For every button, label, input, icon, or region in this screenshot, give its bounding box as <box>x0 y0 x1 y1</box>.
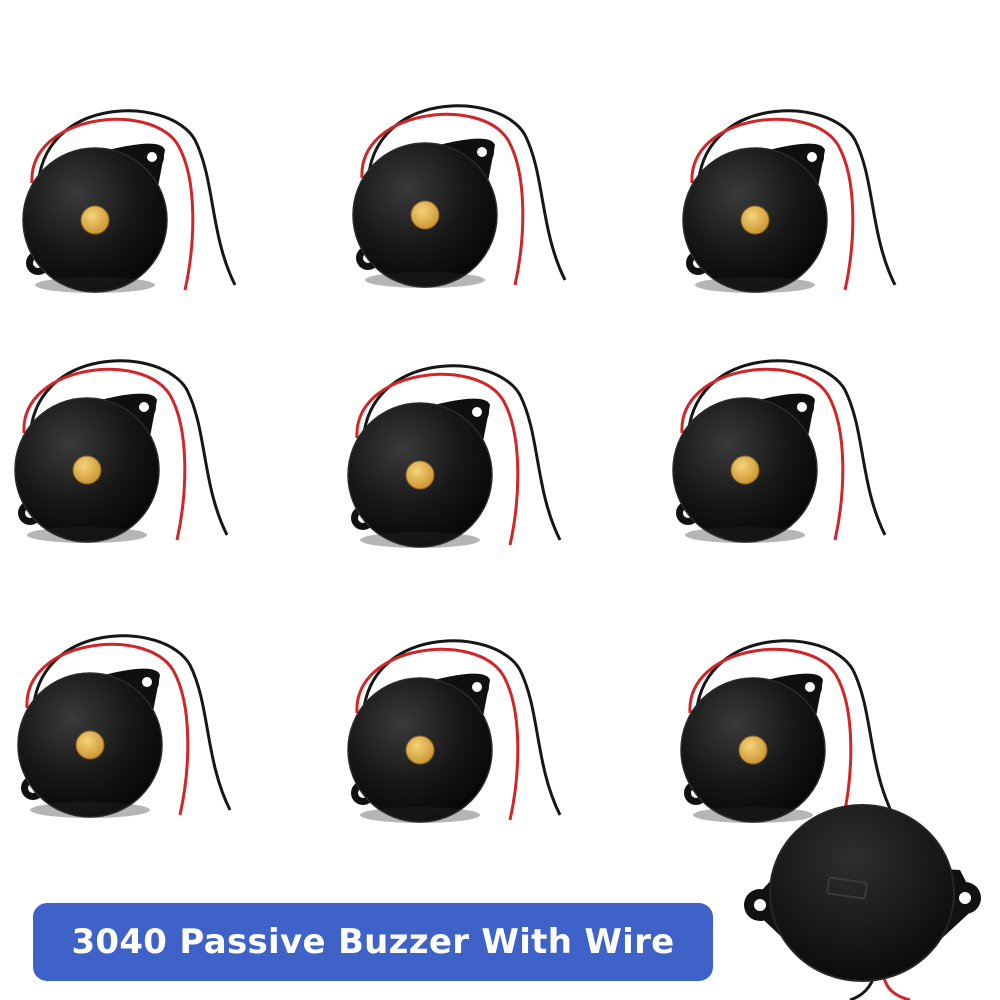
buzzer-front-1 <box>21 109 237 295</box>
buzzer-front-9 <box>679 639 895 825</box>
buzzer-front-7 <box>16 634 232 820</box>
caption-banner: 3040 Passive Buzzer With Wire <box>33 903 713 981</box>
buzzer-front-8 <box>346 639 562 825</box>
buzzer-front-4 <box>13 359 229 545</box>
buzzer-front-2 <box>351 104 567 290</box>
buzzer-rear-view <box>744 804 981 1000</box>
buzzer-front-5 <box>346 364 562 550</box>
caption-text: 3040 Passive Buzzer With Wire <box>71 922 675 962</box>
buzzer-front-6 <box>671 359 887 545</box>
buzzer-front-3 <box>681 109 897 295</box>
rear-marking <box>826 876 868 900</box>
